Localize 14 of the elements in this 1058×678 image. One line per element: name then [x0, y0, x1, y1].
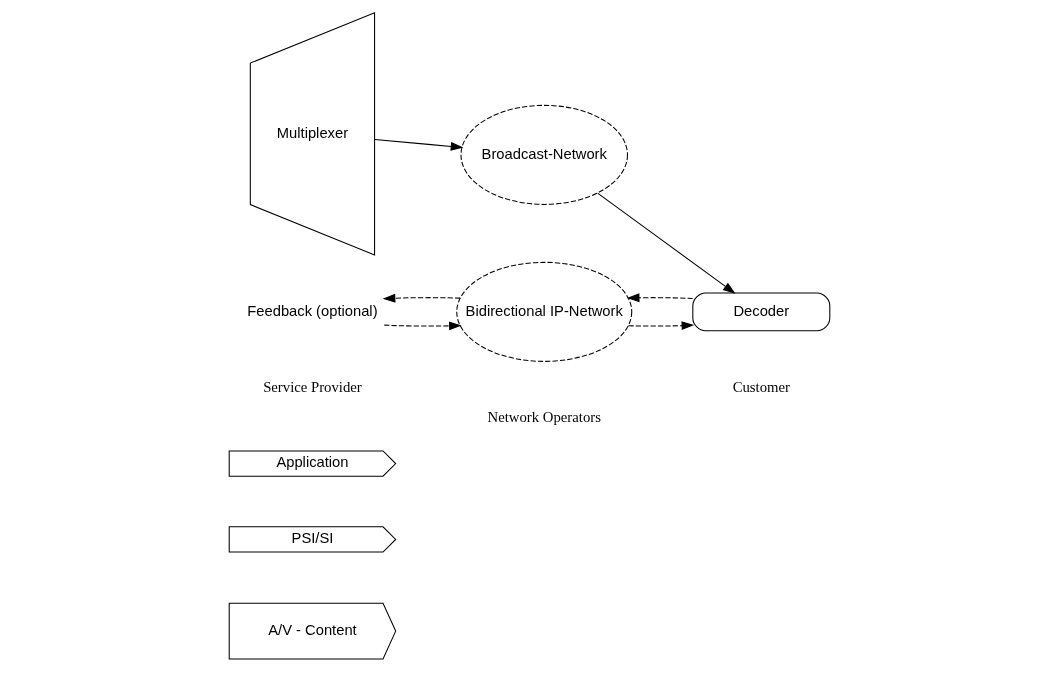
node-box: Multiplexer — [249, 11, 375, 256]
arrow — [373, 138, 463, 151]
node-ellipse: Bidirectional IP-Network — [455, 261, 632, 362]
arrow — [382, 293, 461, 303]
node-ellipse: Broadcast-Network — [460, 104, 628, 205]
node-text: Feedback (optional) — [246, 302, 378, 319]
arrow — [626, 293, 693, 303]
arrow — [383, 321, 462, 331]
label: Network Operators — [487, 409, 601, 426]
label: Service Provider — [262, 378, 362, 395]
label: Customer — [732, 378, 790, 395]
arrow — [627, 321, 694, 331]
arrow — [596, 192, 735, 294]
node-box: Decoder — [691, 292, 830, 332]
